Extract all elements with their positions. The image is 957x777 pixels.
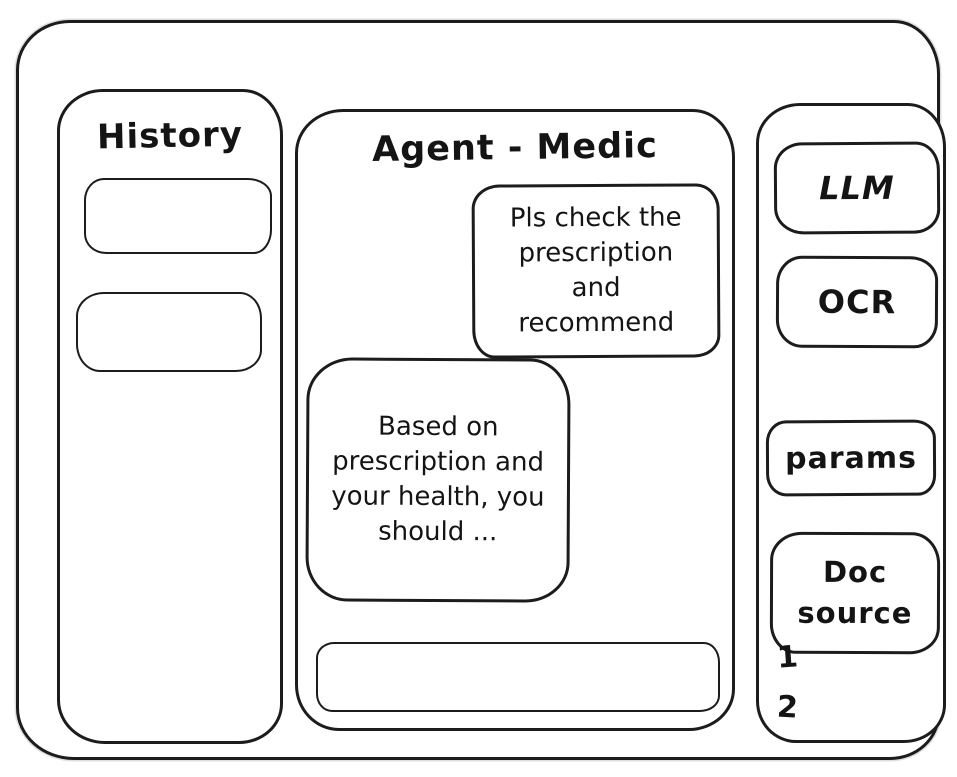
chat-message-assistant-text: Based on prescription and your health, y… [331,411,545,548]
history-item[interactable] [84,178,272,254]
app-window: History Agent - Medic Pls check the pres… [16,20,946,760]
chat-panel: Agent - Medic Pls check the prescription… [295,109,735,731]
doc-source-button[interactable]: Doc source [769,531,941,655]
ocr-button-label: OCR [817,282,897,322]
llm-button-label: LLM [819,168,895,208]
history-item[interactable] [76,292,262,372]
message-input[interactable] [316,642,720,712]
llm-button[interactable]: LLM [773,141,941,235]
history-sidebar: History [57,89,283,744]
chat-title: Agent - Medic [371,126,659,170]
chat-message-user-text: Pls check the prescription and recommend [509,202,682,339]
chat-message-assistant: Based on prescription and your health, y… [305,357,571,603]
history-title: History [96,114,244,158]
tools-sidebar: LLM OCR params Doc source 1 2 [756,103,946,743]
ocr-button[interactable]: OCR [775,255,939,349]
doc-source-item-2[interactable]: 2 [776,689,799,726]
doc-source-button-label: Doc source [797,555,913,631]
params-button-label: params [784,440,918,476]
params-button[interactable]: params [765,419,937,497]
chat-message-user: Pls check the prescription and recommend [471,183,721,360]
doc-source-item-1[interactable]: 1 [775,639,800,676]
